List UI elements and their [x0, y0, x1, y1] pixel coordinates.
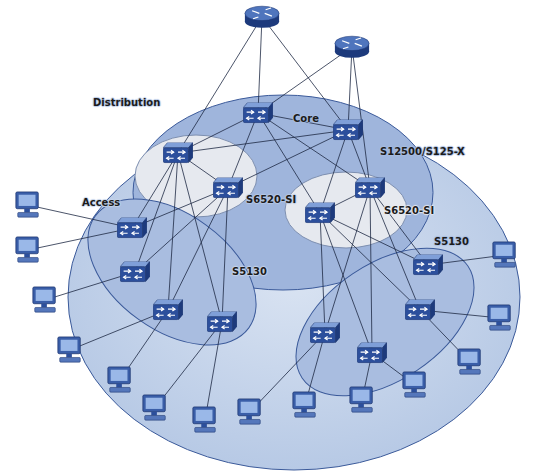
pc-icon: [350, 387, 372, 412]
router-icon: [245, 6, 279, 28]
pc-icon: [238, 399, 260, 424]
network-tier-region: AccessS5130: [77, 214, 267, 330]
region-outline: [133, 95, 433, 290]
region-ellipse: [270, 218, 501, 426]
tier-label: Distribution: [93, 97, 160, 109]
pc-icon: [108, 367, 130, 392]
switch-icon: [153, 300, 183, 320]
pc-icon: [488, 305, 510, 330]
network-tier-region: S6520-SI: [285, 172, 407, 248]
network-tier-region: S5130: [285, 264, 485, 380]
pc-icon: [143, 395, 165, 420]
pc-icon: [458, 349, 480, 374]
region-outline: [135, 135, 257, 217]
model-label: S6520-SI: [246, 194, 296, 206]
model-label: S5130: [434, 236, 469, 248]
network-tier-region: DistributionS6520-SI: [135, 135, 257, 217]
region-ellipse: [61, 169, 283, 375]
switch-icon: [213, 178, 243, 198]
switch-icon: [207, 312, 237, 332]
model-label: S5130: [232, 266, 267, 278]
tier-label: Access: [82, 197, 120, 209]
pc-icon: [33, 287, 55, 312]
router-icon: [335, 36, 369, 58]
switch-icon: [405, 300, 435, 320]
switch-icon: [357, 343, 387, 363]
switch-icon: [333, 120, 363, 140]
model-label: S6520-SI: [384, 205, 434, 217]
switch-icon: [243, 103, 273, 123]
tier-label: Core: [293, 113, 319, 125]
pc-icon: [193, 407, 215, 432]
switch-icon: [117, 218, 147, 238]
pc-icon: [493, 242, 515, 267]
switch-icon: [310, 323, 340, 343]
switch-icon: [163, 143, 193, 163]
network-tier-region: CoreS12500/S125-XDistributionS6520-SIS65…: [133, 95, 433, 290]
switch-icon: [355, 178, 385, 198]
switch-icon: [120, 262, 150, 282]
pc-icon: [16, 192, 38, 217]
pc-icon: [16, 237, 38, 262]
pc-icon: [403, 372, 425, 397]
pc-icon: [58, 337, 80, 362]
region-outline: [285, 264, 485, 380]
pc-icon: [293, 392, 315, 417]
model-label: S12500/S125-X: [380, 146, 465, 158]
switch-icon: [305, 203, 335, 223]
switch-icon: [413, 255, 443, 275]
